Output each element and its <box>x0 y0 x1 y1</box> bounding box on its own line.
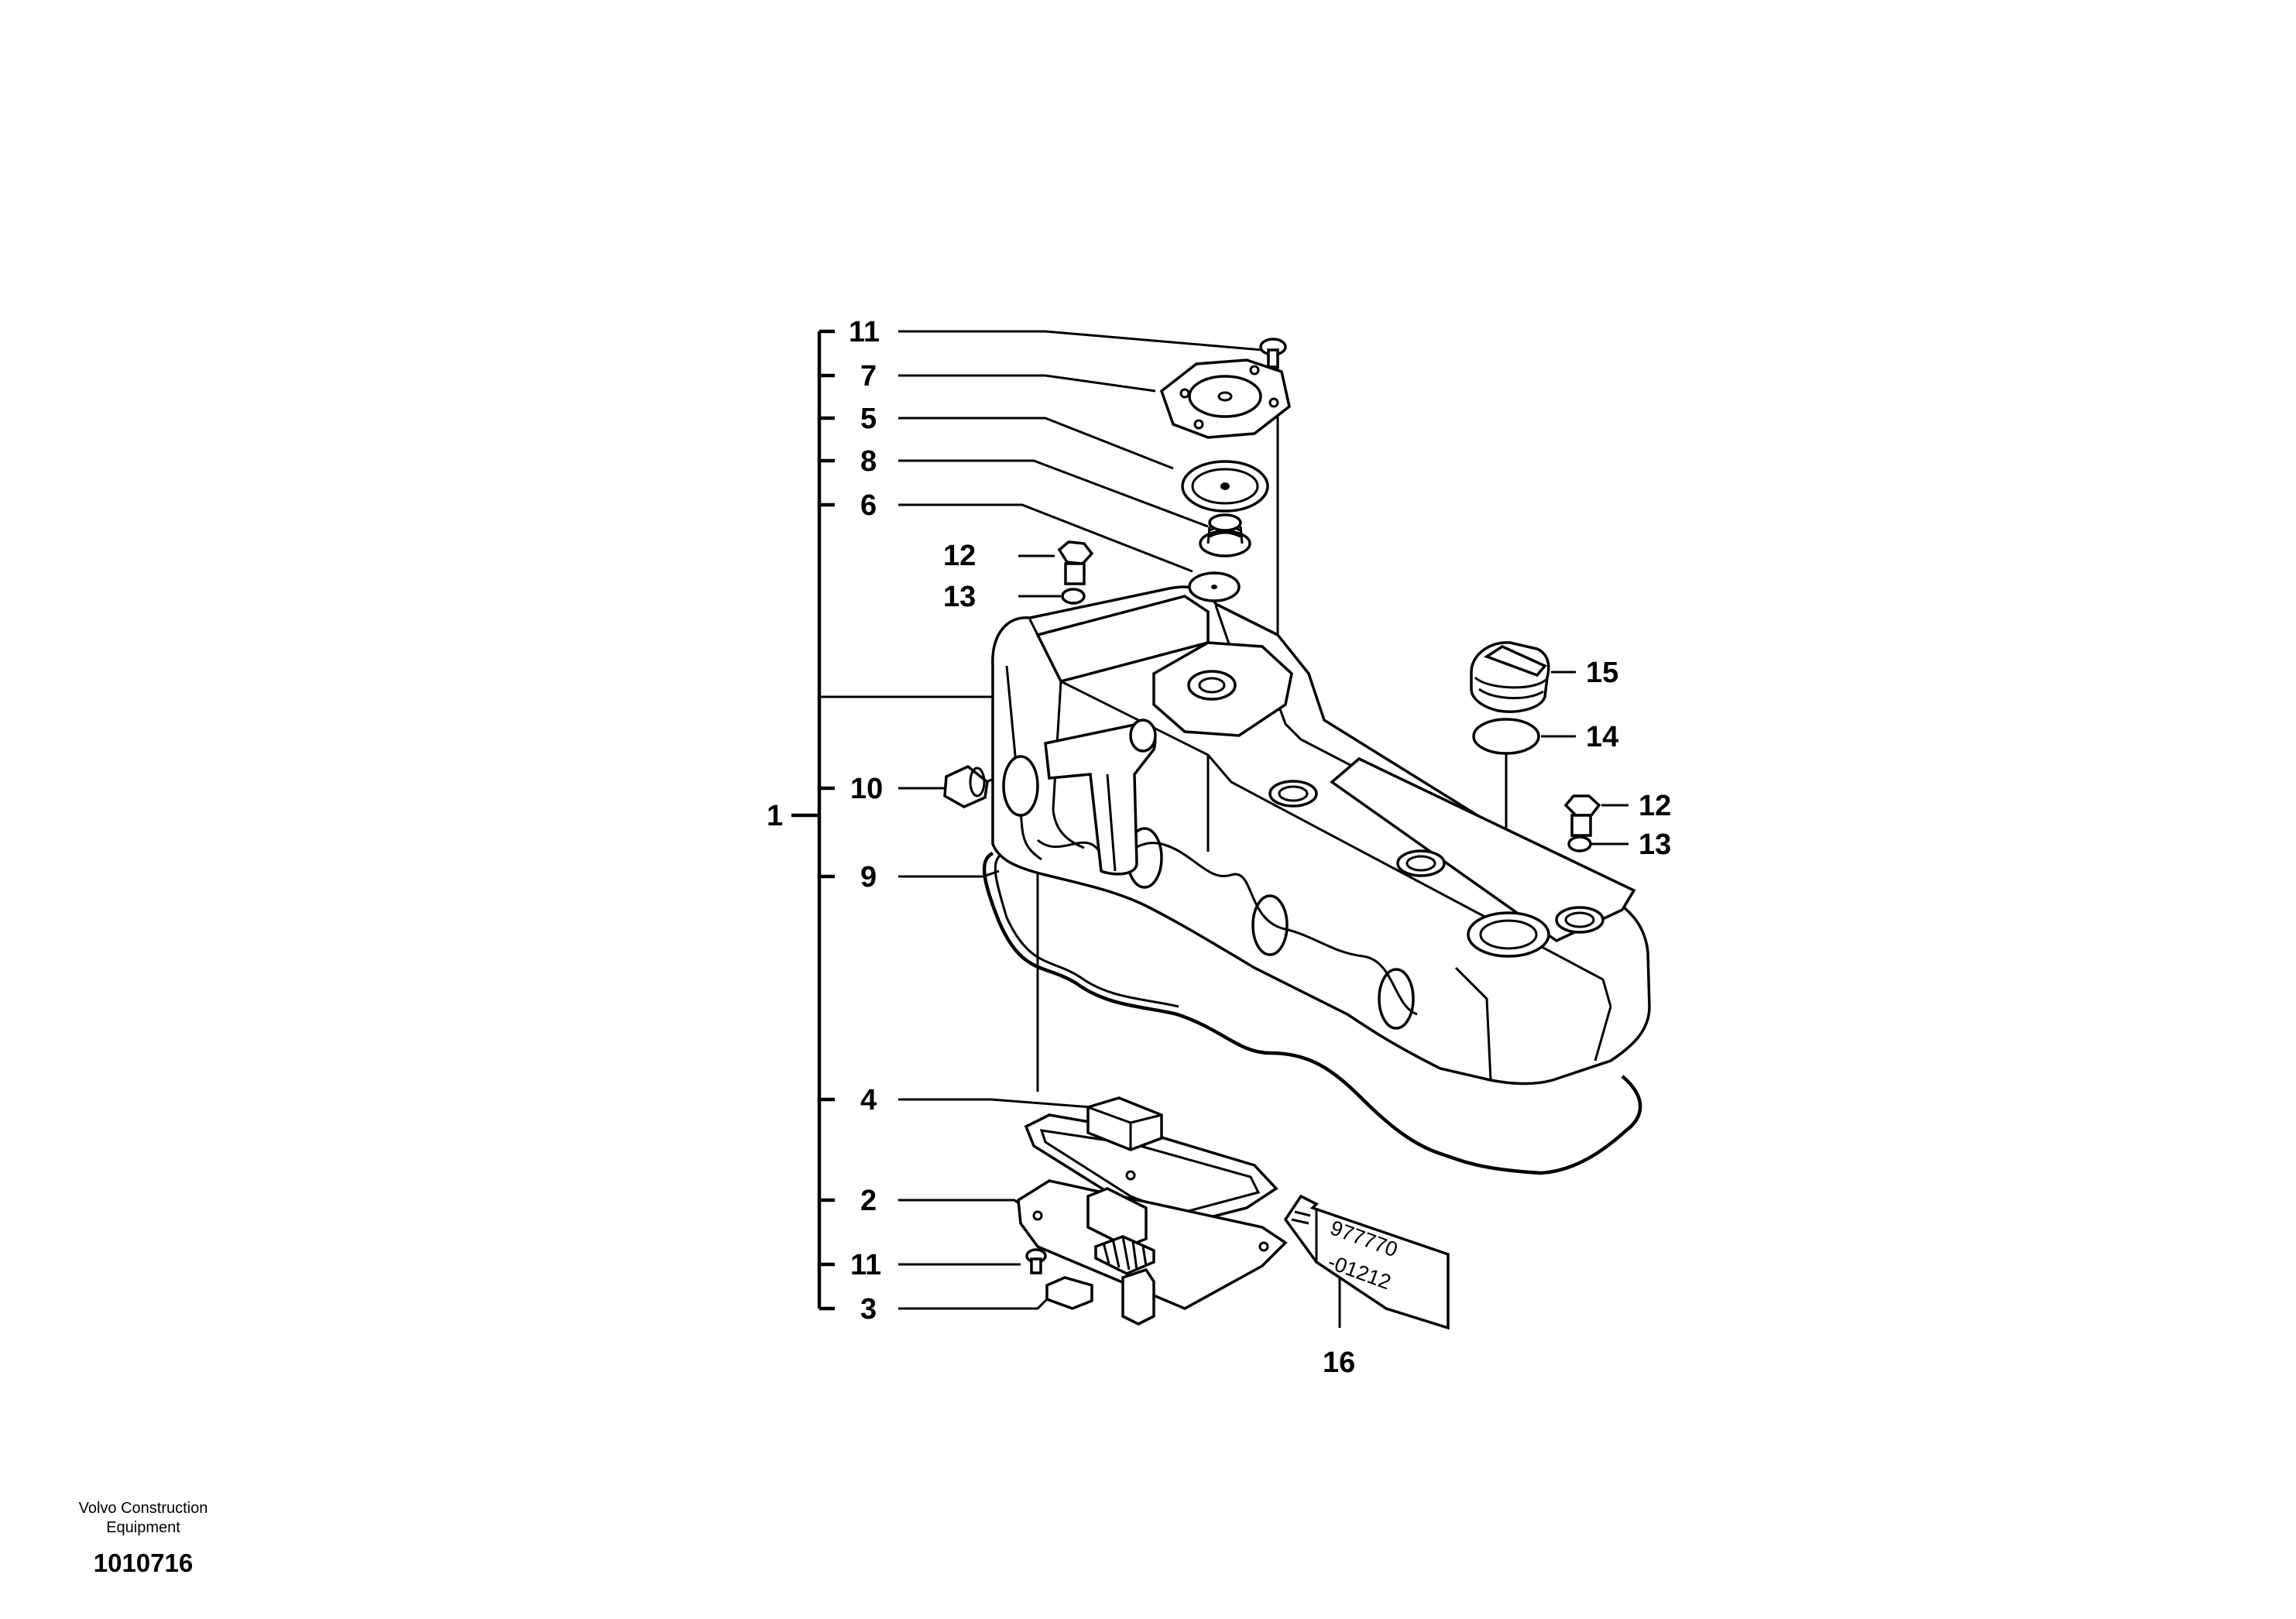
oring-14 <box>1472 718 1540 755</box>
sealant-tube <box>1283 1194 1450 1330</box>
assembly-bracket <box>791 329 993 1311</box>
label-3: 3 <box>860 1293 877 1326</box>
breather-stack <box>1159 338 1291 602</box>
plug-10 <box>943 764 989 808</box>
label-15: 15 <box>1586 657 1618 689</box>
washer-13-right <box>1567 835 1592 852</box>
label-2: 2 <box>860 1185 877 1217</box>
label-7: 7 <box>860 360 877 393</box>
label-11-bottom: 11 <box>850 1249 881 1281</box>
label-11-top: 11 <box>849 316 880 348</box>
company-line-2: Equipment <box>106 1519 180 1536</box>
label-13-right: 13 <box>1639 828 1671 861</box>
cover-gasket <box>982 851 1642 1175</box>
company-name: Volvo Construction Equipment <box>46 1499 240 1538</box>
label-8: 8 <box>860 445 877 478</box>
label-12-right: 12 <box>1639 790 1671 822</box>
label-1: 1 <box>767 800 783 832</box>
label-6: 6 <box>860 489 877 522</box>
drawing-number: 1010716 <box>93 1549 194 1577</box>
company-line-1: Volvo Construction <box>78 1500 208 1517</box>
label-16: 16 <box>1323 1346 1355 1379</box>
breather-plate-assembly <box>1017 1096 1288 1326</box>
label-13-left: 13 <box>943 581 976 613</box>
label-12-left: 12 <box>943 540 976 572</box>
label-4: 4 <box>860 1084 877 1116</box>
label-5: 5 <box>860 403 877 435</box>
label-9: 9 <box>860 861 877 894</box>
cover-gasket-inner <box>994 853 1179 1008</box>
oil-filler-cap <box>1470 641 1550 713</box>
washer-13-left <box>1061 588 1086 605</box>
valve-cover <box>991 585 1651 1086</box>
breather-tube <box>1044 719 1157 876</box>
bolt-12-right <box>1563 794 1601 837</box>
label-14: 14 <box>1586 721 1618 753</box>
bolt-12-left <box>1057 540 1094 585</box>
label-10: 10 <box>850 773 883 805</box>
part-labels: 11 7 5 8 6 12 13 10 1 9 4 2 11 3 15 14 1… <box>767 316 1671 1379</box>
